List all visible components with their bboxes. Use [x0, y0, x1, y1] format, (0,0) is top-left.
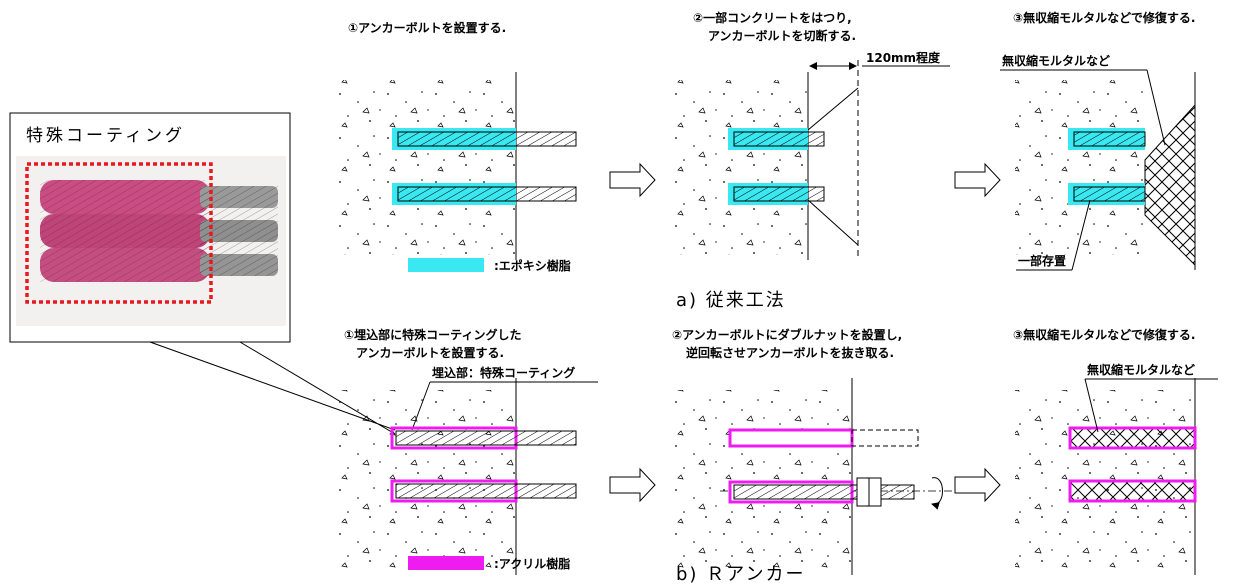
step-b2-title-2: 逆回転させアンカーボルトを抜き取る. [686, 345, 894, 360]
mortar-label-a: 無収縮モルタルなど [1002, 53, 1110, 68]
epoxy-legend-swatch [408, 258, 484, 272]
remaining-bolt [1073, 186, 1146, 202]
panel-a3: 無収縮モルタルなど 一部存置 [1000, 53, 1196, 271]
embed-label: 埋込部：特殊コーティング [432, 365, 575, 380]
remaining-bolt [1073, 131, 1146, 147]
cut-bolt [733, 131, 825, 147]
extracted-hole [728, 428, 854, 448]
double-nut [856, 477, 870, 507]
step-b1-title-1: ①埋込部に特殊コーティングした [344, 327, 521, 342]
panel-a1 [336, 72, 577, 260]
section-a-caption: a) 従来工法 [676, 290, 786, 311]
removed-bolt-outline [851, 429, 919, 447]
step-a3-title: ③無収縮モルタルなどで修復する. [1013, 10, 1195, 25]
mortar-fill [1068, 479, 1197, 503]
dimension-label: 120mm程度 [866, 50, 941, 65]
step-a1-title: ①アンカーボルトを設置する. [348, 20, 506, 35]
anchor-bolt [397, 186, 577, 202]
step-b2-title-1: ②アンカーボルトにダブルナットを設置し, [672, 327, 902, 342]
anchor-bolt [397, 131, 577, 147]
step-b3-title: ③無収縮モルタルなどで修復する. [1013, 327, 1195, 342]
acrylic-legend-label: :アクリル樹脂 [494, 556, 570, 571]
step-arrow [954, 162, 1001, 198]
step-b1-title-2: アンカーボルトを設置する. [356, 345, 504, 360]
panel-b1: 埋込部：特殊コーティング [336, 365, 598, 575]
coated-bolts-photo [16, 156, 286, 326]
remain-label: 一部存置 [1018, 253, 1066, 268]
coating-highlight-box [25, 162, 213, 304]
step-a2-title-2: アンカーボルトを切断する. [708, 28, 856, 43]
rotation-arrow-icon [931, 477, 943, 510]
panel-b2 [672, 378, 960, 575]
section-b-caption: b) Ｒアンカー [676, 564, 805, 585]
mortar-fill [1068, 426, 1197, 450]
acrylic-legend-swatch [408, 556, 484, 570]
withdrawn-bolt [733, 484, 915, 500]
cut-bolt [733, 186, 825, 202]
mortar-label-b: 無収縮モルタルなど [1087, 362, 1195, 377]
step-arrow [609, 467, 656, 503]
anchor-bolt [395, 483, 577, 499]
panel-b3: 無収縮モルタルなど [1015, 362, 1218, 575]
double-nut [868, 477, 882, 507]
anchor-bolt [395, 430, 577, 446]
step-a2-title-1: ②一部コンクリートをはつり, [693, 10, 852, 25]
coating-photo-callout: 特殊コーティング [9, 112, 396, 435]
coating-photo-label: 特殊コーティング [26, 126, 185, 146]
epoxy-legend-label: :エポキシ樹脂 [494, 258, 571, 273]
panel-a2: 120mm程度 [672, 50, 950, 260]
step-arrow [954, 467, 1001, 503]
step-arrow [609, 162, 656, 198]
